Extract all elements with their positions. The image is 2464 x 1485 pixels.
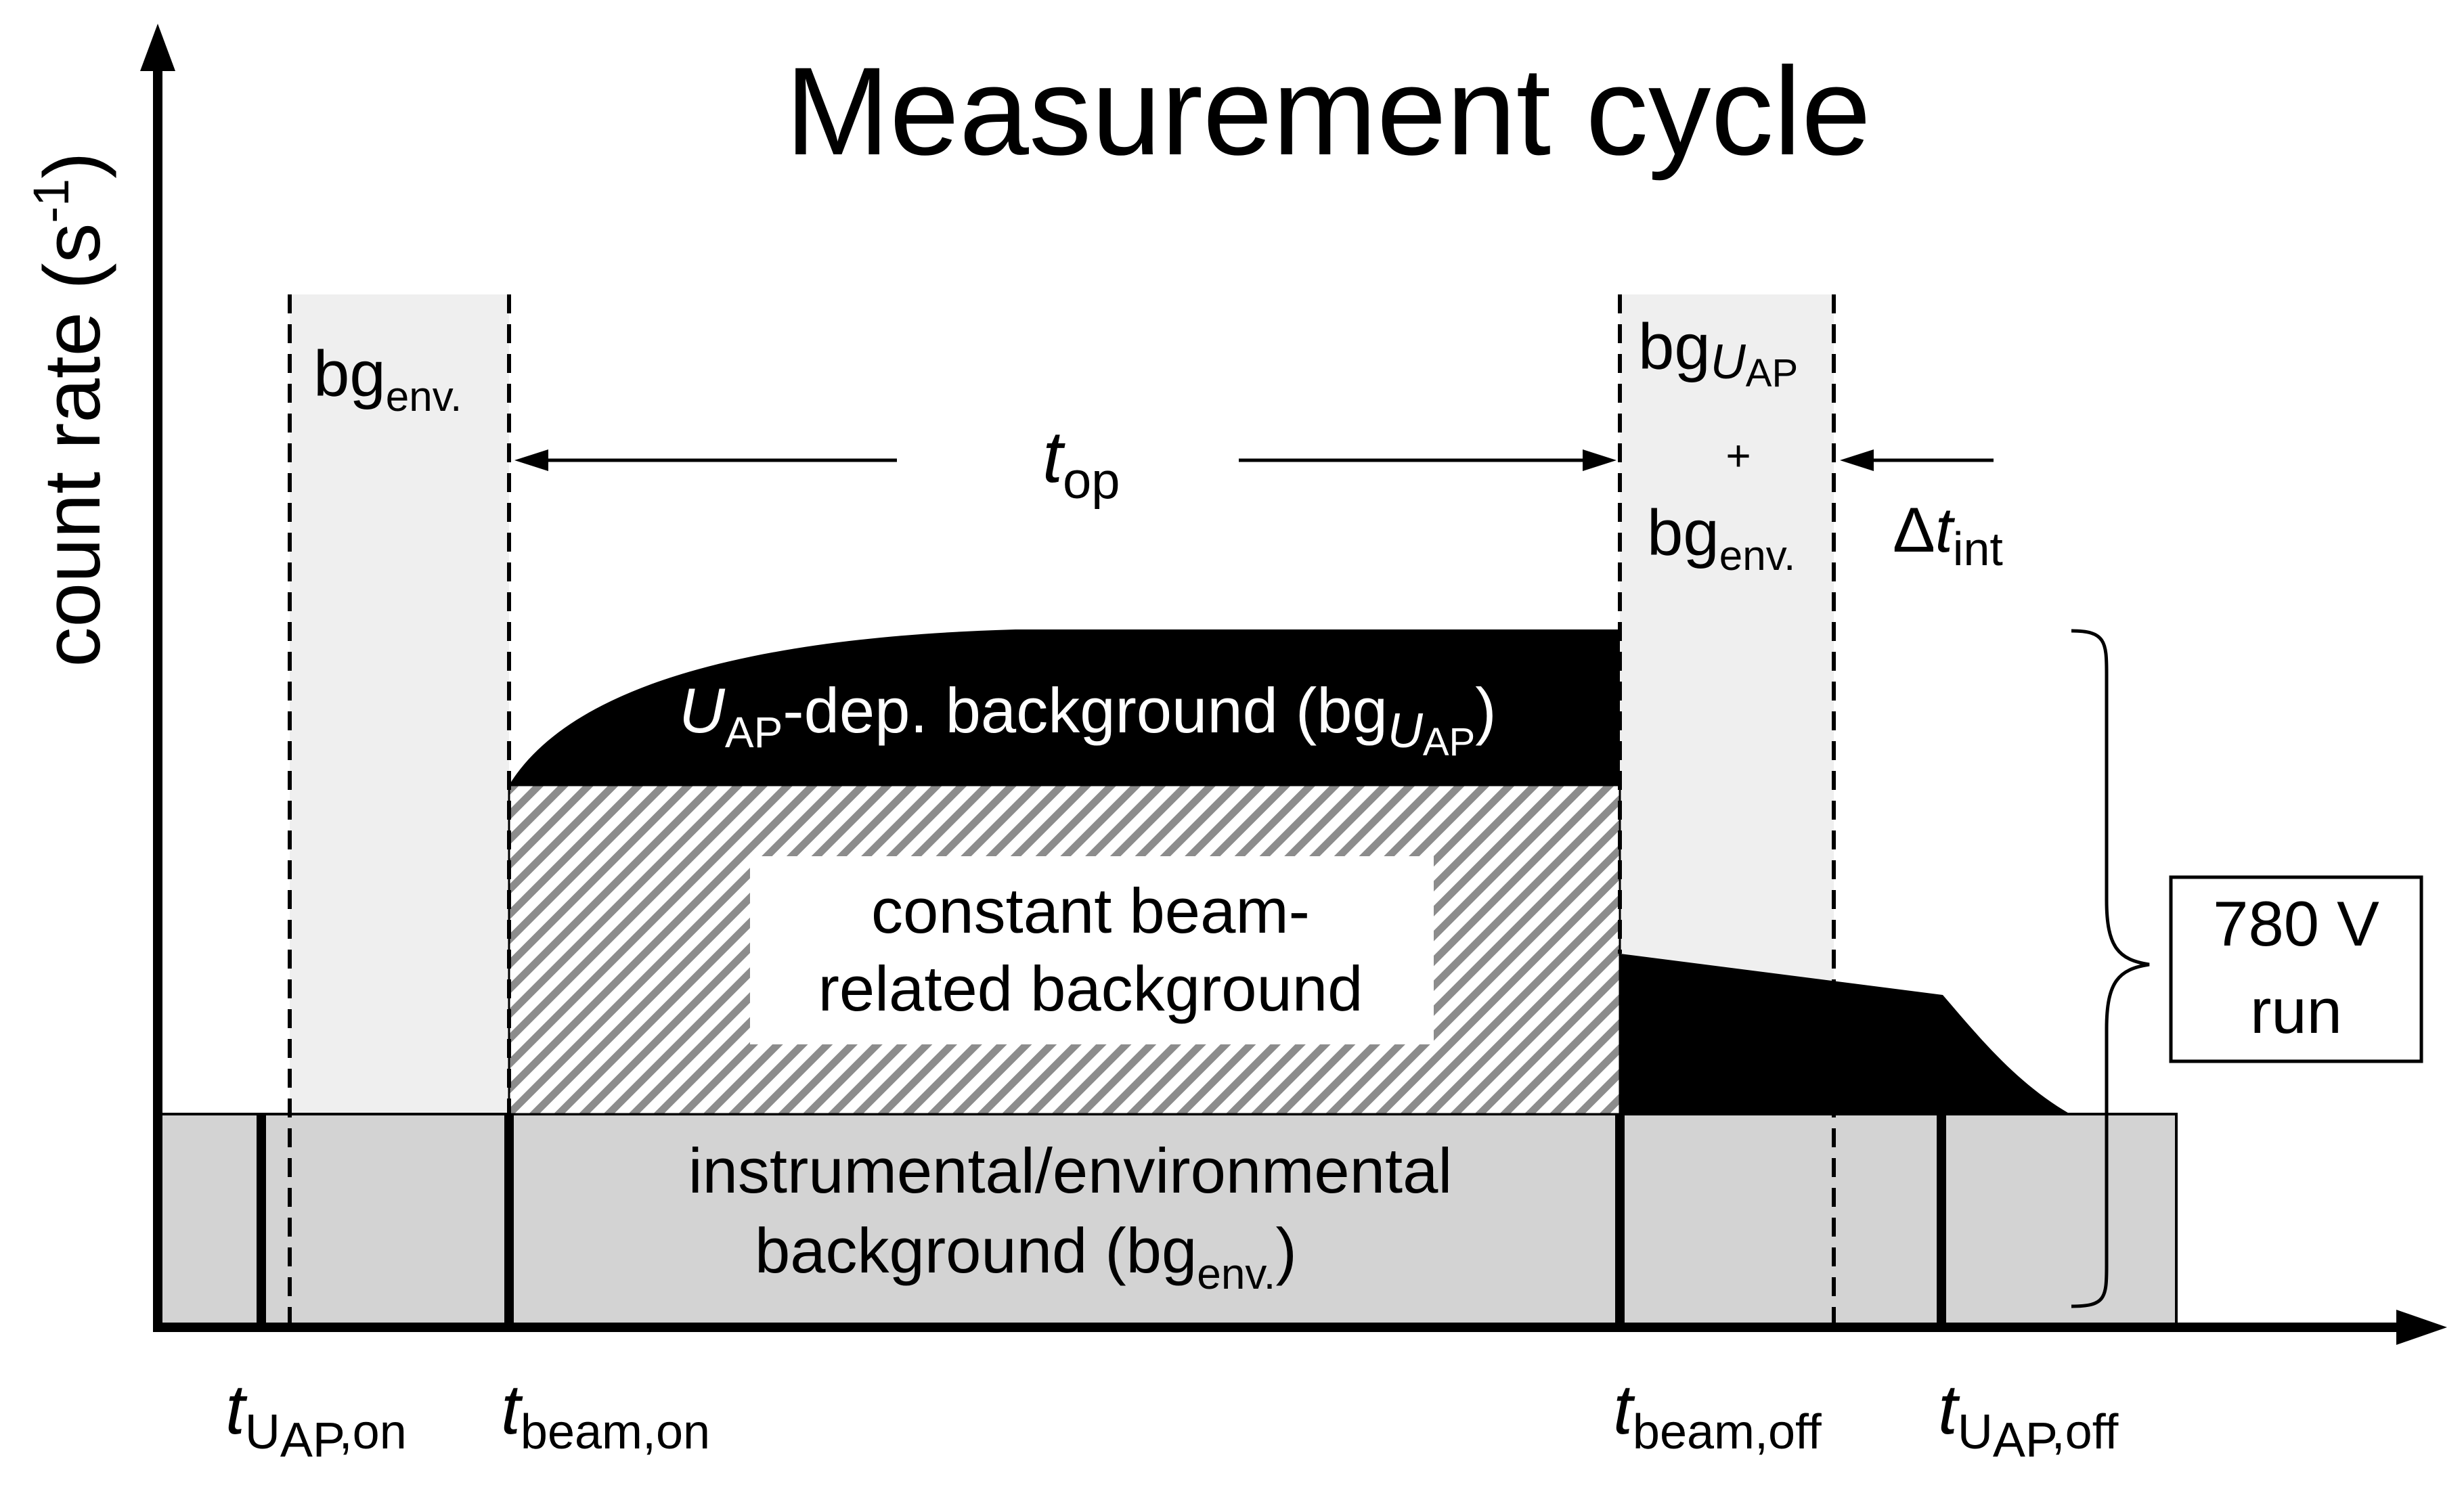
uap-dep-background-area — [509, 629, 1620, 785]
t-op-arrowhead-right — [1583, 449, 1616, 471]
time-label-uap-off: tUAP,off — [1938, 1371, 2119, 1467]
env-background-line2: background (bgenv.) — [755, 1215, 1297, 1298]
t-op-label: top — [1042, 416, 1120, 510]
bg-env-window-label: bgenv. — [313, 338, 462, 420]
y-axis-label: count rate (s-1) — [23, 152, 117, 667]
delta-t-int-arrowhead — [1840, 449, 1874, 471]
bg-plus-sign: + — [1725, 431, 1751, 480]
env-background-line1: instrumental/environmental — [688, 1135, 1453, 1206]
time-label-beam-off: tbeam,off — [1613, 1371, 1822, 1459]
run-brace — [2071, 629, 2150, 1308]
constant-background-line1: constant beam- — [871, 875, 1310, 946]
y-axis-label-close: ) — [28, 152, 117, 179]
time-label-uap-on: tUAP,on — [225, 1371, 407, 1467]
bg-env-label-2: bgenv. — [1647, 497, 1795, 579]
bg-uap-label: bgUAP — [1638, 311, 1798, 395]
y-axis-label-main: count rate (s — [28, 223, 117, 667]
y-axis-label-sup: -1 — [23, 179, 79, 223]
x-axis-arrow — [2396, 1310, 2447, 1345]
y-axis-arrow — [140, 24, 175, 71]
uap-dep-background-label: UAP-dep. background (bgUAP) — [679, 675, 1497, 764]
diagram-title: Measurement cycle — [785, 42, 1871, 181]
t-op-arrowhead-left — [514, 449, 548, 471]
run-box — [2169, 875, 2423, 1063]
run-box-line2: run — [2250, 975, 2342, 1046]
run-box-line1: 780 V — [2213, 888, 2379, 959]
constant-background-line2: related background — [818, 953, 1363, 1024]
constant-background-label-box — [750, 856, 1434, 1044]
delta-t-int-label: Δtint — [1893, 494, 2003, 575]
time-label-beam-on: tbeam,on — [501, 1371, 710, 1459]
post-beam-decay-area — [1620, 954, 2070, 1114]
